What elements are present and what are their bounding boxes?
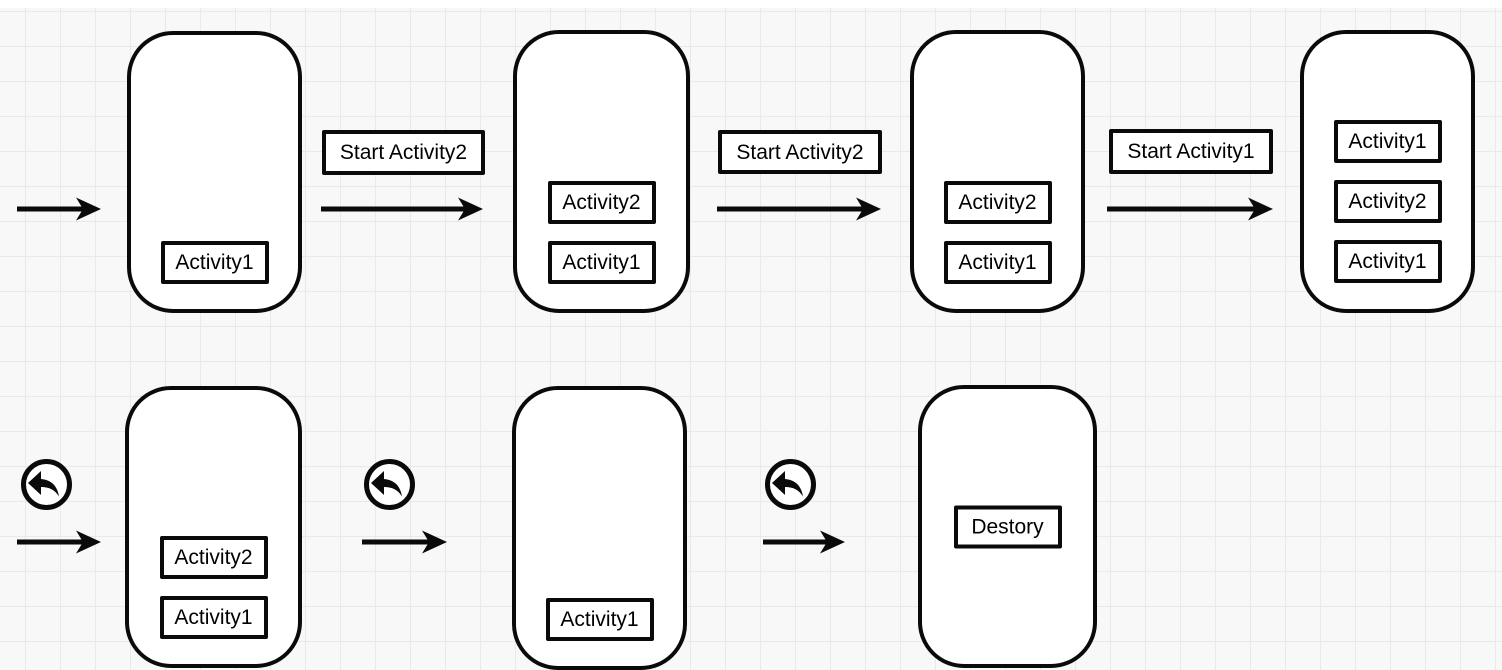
activity-box: Activity2 xyxy=(943,181,1052,224)
phone-frame-3: Activity1 Activity2 xyxy=(910,30,1085,313)
flow-arrow xyxy=(361,529,448,555)
phone-frame-2: Activity1 Activity2 xyxy=(513,30,690,313)
phone-frame-7: Destory xyxy=(918,385,1097,668)
activity-box: Activity2 xyxy=(159,536,268,579)
diagram-canvas: Activity1 Start Activity2 Activity1 Acti… xyxy=(0,8,1502,670)
activity-box: Activity2 xyxy=(547,181,656,224)
activity-box: Activity1 xyxy=(160,241,269,284)
activity-box: Activity1 xyxy=(545,598,654,641)
flow-arrow xyxy=(16,196,102,222)
activity-stack: Activity1 Activity2 xyxy=(517,181,686,284)
flow-arrow xyxy=(762,529,846,555)
activity-stack: Activity1 Activity2 xyxy=(914,181,1081,284)
transition-label: Start Activity1 xyxy=(1109,129,1273,174)
transition-label: Start Activity2 xyxy=(322,130,485,175)
flow-arrow xyxy=(16,529,102,555)
activity-stack: Activity1 xyxy=(516,598,683,641)
back-icon xyxy=(363,458,416,511)
activity-box: Activity1 xyxy=(159,596,268,639)
flow-arrow xyxy=(716,196,882,222)
activity-stack: Activity1 xyxy=(131,241,298,284)
back-icon xyxy=(20,458,73,511)
activity-box: Activity2 xyxy=(1333,180,1442,223)
activity-box: Activity1 xyxy=(547,241,656,284)
activity-box: Activity1 xyxy=(943,241,1052,284)
phone-frame-6: Activity1 xyxy=(512,386,687,670)
activity-box: Activity1 xyxy=(1333,240,1442,283)
phone-frame-5: Activity1 Activity2 xyxy=(125,386,302,668)
activity-box: Activity1 xyxy=(1333,120,1442,163)
flow-arrow xyxy=(320,196,484,222)
destroy-box: Destory xyxy=(953,505,1062,548)
phone-frame-1: Activity1 xyxy=(127,31,302,313)
activity-stack: Activity1 Activity2 Activity1 xyxy=(1304,120,1471,283)
activity-stack: Activity1 Activity2 xyxy=(129,536,298,639)
phone-frame-4: Activity1 Activity2 Activity1 xyxy=(1300,30,1475,313)
back-icon xyxy=(764,458,817,511)
transition-label: Start Activity2 xyxy=(718,130,882,174)
flow-arrow xyxy=(1106,196,1274,222)
activity-stack: Destory xyxy=(922,505,1093,548)
